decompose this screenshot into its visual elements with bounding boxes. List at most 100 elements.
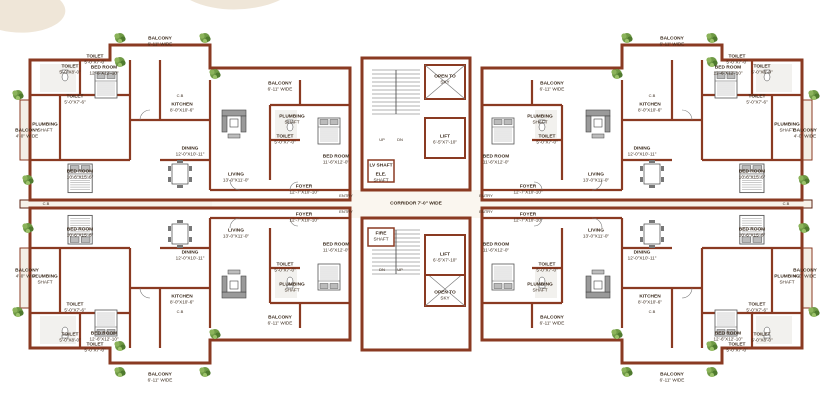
room-size: 6'-11" WIDE <box>659 378 685 383</box>
room-name: BALCONY <box>148 36 172 42</box>
tag-dn: DN <box>379 266 385 272</box>
room-size: 4'-0" WIDE <box>793 134 817 139</box>
room-name: TOILET <box>66 94 84 100</box>
room-name: KITCHEN <box>639 294 661 300</box>
bed-icon <box>491 263 515 291</box>
tag-cb: C.B <box>648 308 656 314</box>
room-size: 13'-0"X11'-0" <box>222 234 250 239</box>
tag-entry: ENTRY <box>339 208 353 214</box>
room-label-ele-shaft: ELE.SHAFT <box>373 173 388 184</box>
room-name: BALCONY <box>15 128 39 134</box>
door-swing <box>591 217 603 229</box>
room-name: CORRIDOR 7'-0" WIDE <box>390 201 442 207</box>
room-name: PLUMBING <box>527 282 553 288</box>
room-label-corridor: CORRIDOR 7'-0" WIDE <box>390 201 442 206</box>
room-name: DINING <box>633 146 651 152</box>
room-name: BED ROOM <box>482 154 510 160</box>
room-size: 6'-11" WIDE <box>267 87 293 92</box>
room-name: BALCONY <box>540 81 564 87</box>
room-size: 11'-6"X12'-0" <box>322 160 350 165</box>
plant-icon <box>808 307 820 317</box>
room-size: 13'-0"X11'-0" <box>222 178 250 183</box>
unit-quadrant-3 <box>19 206 352 365</box>
room-name: TOILET <box>753 64 771 70</box>
room-name: BALCONY <box>540 315 564 321</box>
room-size: 5'-0"X7'-0" <box>274 140 296 145</box>
room-size: 5'-0"X7'-6" <box>64 308 86 313</box>
plant-icon <box>114 33 126 43</box>
room-size: SHAFT <box>284 120 300 125</box>
toilet-floor <box>275 110 297 138</box>
room-size: 5'-0"X8'-0" <box>59 70 81 75</box>
room-size: 8'-0"X10'-6" <box>638 108 662 113</box>
room-size: 4'-0" WIDE <box>15 274 39 279</box>
room-size: 8'-0"X10'-6" <box>170 300 194 305</box>
room-name: BED ROOM <box>738 227 766 233</box>
room-size: 6'-11" WIDE <box>659 42 685 47</box>
room-size: 12'-7"X10'-10" <box>513 218 543 223</box>
room-size: 4'-0" WIDE <box>15 134 39 139</box>
door-swing <box>681 287 693 299</box>
room-name: FOYER <box>519 212 537 218</box>
room-name: DINING <box>181 146 199 152</box>
room-name: TOILET <box>728 342 746 348</box>
room-name: BED ROOM <box>714 331 742 337</box>
room-name: LIVING <box>227 172 244 178</box>
room-name: LIVING <box>587 172 604 178</box>
tag-dn: DN <box>397 136 403 142</box>
door-swing <box>229 179 241 191</box>
open-cross <box>424 271 466 307</box>
room-size: 6'-5"X7'-10" <box>433 258 457 263</box>
room-size: SHAFT <box>37 128 53 133</box>
room-size: 6'-11" WIDE <box>147 378 173 383</box>
plant-icon <box>621 367 633 377</box>
room-name: PLUMBING <box>32 122 58 128</box>
room-name: BED ROOM <box>714 65 742 71</box>
room-size: SHAFT <box>779 128 795 133</box>
room-size: 5'-0"X8'-0" <box>59 338 81 343</box>
tag-entry: ENTRY <box>479 192 493 198</box>
room-name: PLUMBING <box>527 114 553 120</box>
room-size: 5'-0"X7'-6" <box>64 100 86 105</box>
room-name: LIFT <box>439 252 451 258</box>
room-name: PLUMBING <box>774 122 800 128</box>
room-name: FIRE <box>375 231 387 237</box>
plant-icon <box>199 367 211 377</box>
plant-icon <box>706 33 718 43</box>
room-name: PLUMBING <box>279 282 305 288</box>
room-size: 5'-0"X7'-0" <box>536 268 558 273</box>
room-name: TOILET <box>86 54 104 60</box>
room-name: DINING <box>181 250 199 256</box>
room-size: 12'-6"X12'-10" <box>89 71 119 76</box>
room-name: ELE. <box>375 172 387 178</box>
tag-cb: C.B <box>176 92 184 98</box>
room-name: BED ROOM <box>90 331 118 337</box>
room-name: BED ROOM <box>322 154 350 160</box>
room-name: FOYER <box>295 184 313 190</box>
lift-icon <box>424 234 466 276</box>
toilet-floor <box>535 110 557 138</box>
room-size: 12'-0"X10'-11" <box>175 256 205 261</box>
